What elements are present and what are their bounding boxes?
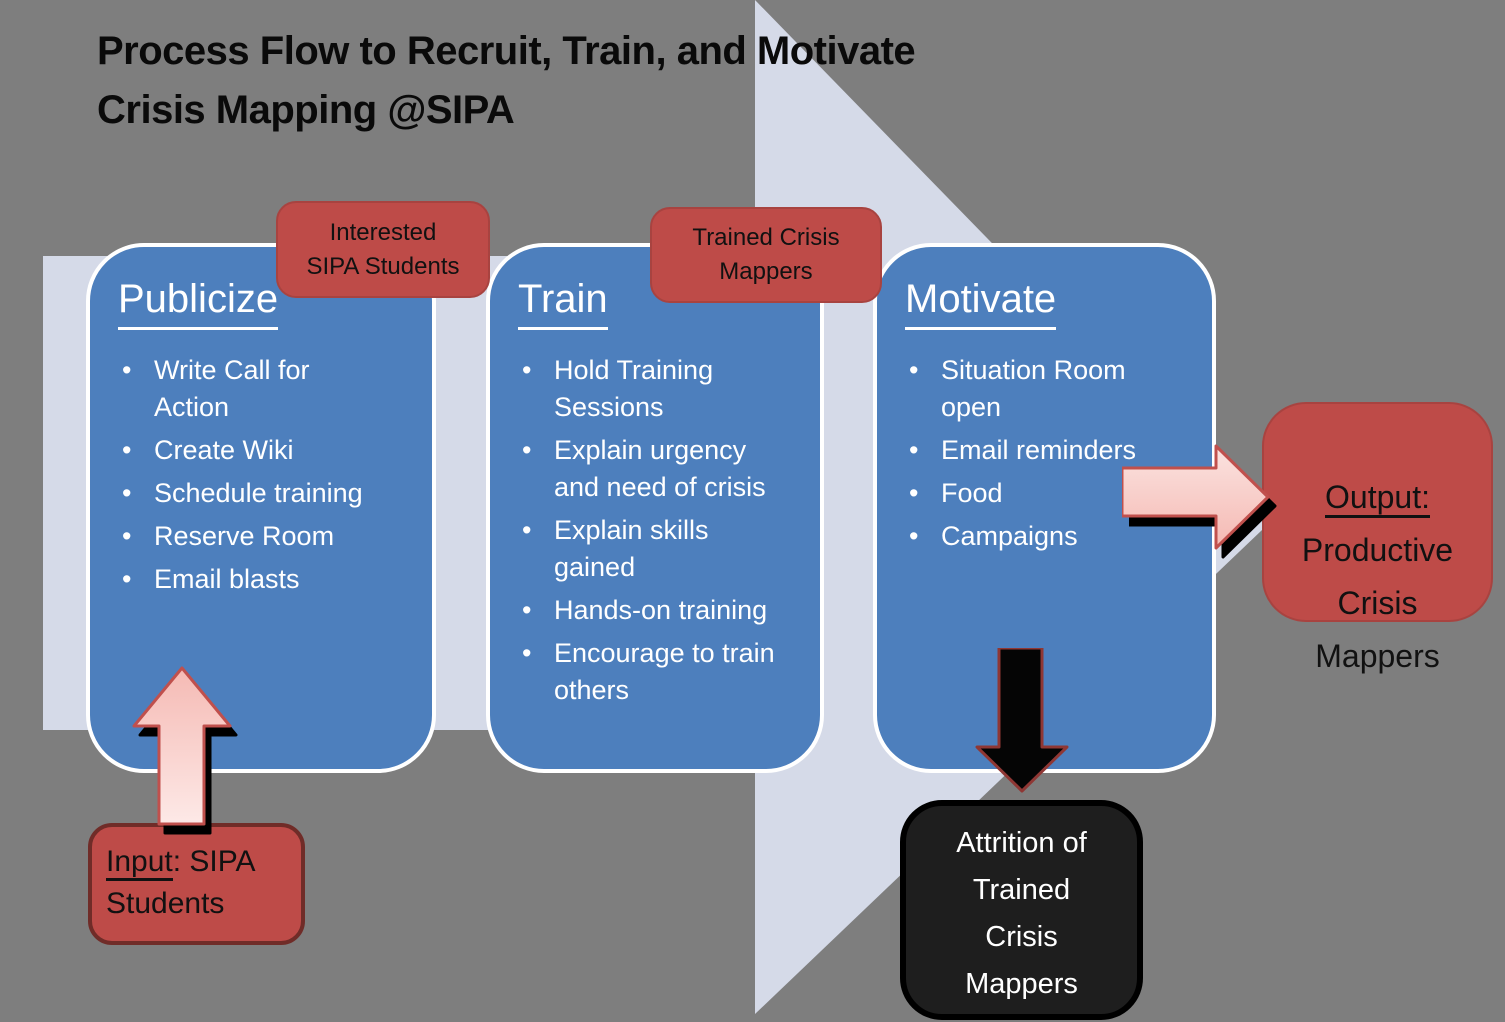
output-lines: Productive Crisis Mappers: [1301, 532, 1454, 674]
bullet-item: Campaigns: [907, 518, 1202, 555]
stage-train-heading: Train: [518, 277, 820, 330]
bullet-item: Email reminders: [907, 432, 1202, 469]
output-right-arrow: [1122, 444, 1270, 550]
stage-motivate-bullets: Situation Room open Email reminders Food…: [877, 352, 1212, 555]
bullet-item: Situation Room open: [907, 352, 1202, 426]
output-box: Output: Productive Crisis Mappers: [1262, 402, 1493, 674]
callout-trained-crisis-mappers: Trained Crisis Mappers: [650, 207, 882, 303]
input-box: Input: SIPA Students: [88, 823, 305, 945]
bullet-item: Explain skills gained: [520, 512, 810, 586]
input-line2: Students: [106, 887, 225, 920]
bullet-item: Encourage to train others: [520, 635, 810, 709]
attrition-down-arrow: [975, 648, 1069, 793]
stage-publicize: Publicize Write Call for Action Create W…: [86, 243, 436, 773]
input-label: Input: [106, 845, 173, 881]
bullet-item: Create Wiki: [120, 432, 422, 469]
output-label: Output:: [1325, 479, 1430, 518]
input-up-arrow: [132, 666, 232, 826]
bullet-item: Food: [907, 475, 1202, 512]
stage-motivate-heading: Motivate: [905, 277, 1212, 330]
bullet-item: Explain urgency and need of crisis: [520, 432, 810, 506]
input-label-rest: : SIPA: [172, 845, 256, 878]
bullet-item: Hands-on training: [520, 592, 810, 629]
bullet-item: Hold Training Sessions: [520, 352, 810, 426]
bullet-item: Email blasts: [120, 561, 422, 598]
bullet-item: Schedule training: [120, 475, 422, 512]
bullet-item: Reserve Room: [120, 518, 422, 555]
stage-publicize-heading: Publicize: [118, 277, 432, 330]
bullet-item: Write Call for Action: [120, 352, 422, 426]
page-title: Process Flow to Recruit, Train, and Moti…: [97, 29, 916, 132]
attrition-box: Attrition of Trained Crisis Mappers: [900, 800, 1143, 1020]
stage-train: Train Hold Training Sessions Explain urg…: [486, 243, 824, 773]
stage-publicize-bullets: Write Call for Action Create Wiki Schedu…: [90, 352, 432, 598]
stage-train-bullets: Hold Training Sessions Explain urgency a…: [490, 352, 820, 709]
callout-interested-sipa-students: Interested SIPA Students: [276, 201, 490, 298]
